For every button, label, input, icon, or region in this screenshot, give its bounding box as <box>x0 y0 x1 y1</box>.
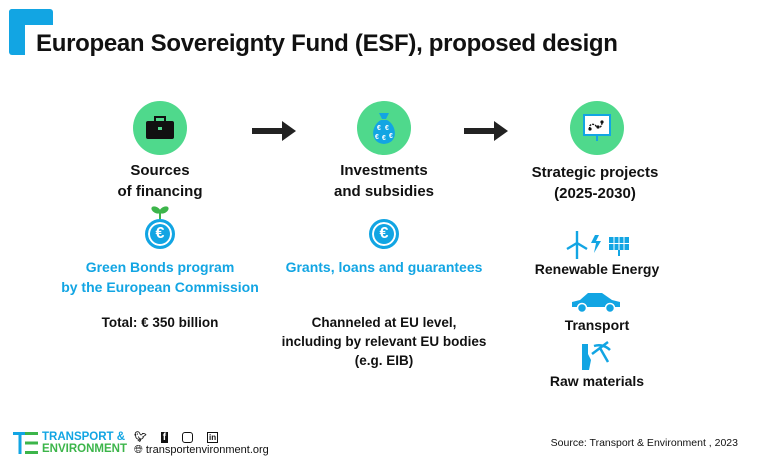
renewable-energy-icon <box>566 231 629 259</box>
pickaxe-icon <box>582 341 611 370</box>
item-renewable-energy: Renewable Energy <box>534 261 660 277</box>
source-note: Source: Transport & Environment , 2023 <box>550 437 738 449</box>
svg-text:€: € <box>382 135 386 142</box>
car-icon <box>572 293 620 313</box>
twitter-icon[interactable]: 🐦︎ <box>134 432 147 443</box>
corner-mark-mask <box>25 25 53 55</box>
euro-coin-icon: € <box>369 219 399 249</box>
investments-circle: €€€€€ <box>357 101 411 155</box>
te-logo-icon <box>13 432 38 454</box>
website-text: transportenvironment.org <box>145 444 269 456</box>
euro-coin-icon: € <box>145 219 175 249</box>
sprout-icon <box>151 206 169 221</box>
svg-text:€: € <box>389 133 393 140</box>
item-transport: Transport <box>564 317 630 333</box>
corner-mark-top <box>9 9 53 25</box>
facebook-icon[interactable]: f <box>160 432 169 443</box>
briefcase-icon <box>146 116 174 139</box>
strategic-circle <box>570 101 624 155</box>
te-logo-text: TRANSPORT &ENVIRONMENT <box>42 431 127 455</box>
total-amount: Total: € 350 billion <box>101 315 219 330</box>
globe-icon: 🌐︎ <box>134 444 143 456</box>
financing-circle <box>133 101 187 155</box>
strategic-heading: Strategic projects(2025-2030) <box>531 164 659 202</box>
presentation-board-icon <box>583 114 611 141</box>
arrow-right-icon <box>464 121 508 141</box>
item-raw-materials: Raw materials <box>549 373 645 389</box>
instagram-icon[interactable] <box>182 432 194 443</box>
money-bag-icon: €€€€€ <box>373 113 395 144</box>
svg-text:€: € <box>375 134 379 141</box>
svg-text:€: € <box>385 125 389 132</box>
website-link[interactable]: 🌐︎ transportenvironment.org <box>134 444 269 457</box>
social-links: 🐦︎ f in <box>134 432 219 443</box>
page-title: European Sovereignty Fund (ESF), propose… <box>36 30 618 57</box>
green-bond-icon <box>150 205 170 226</box>
channeled-text: Channeled at EU level,including by relev… <box>281 315 487 368</box>
arrow-right-icon <box>252 121 296 141</box>
grants-text: Grants, loans and guarantees <box>285 259 483 275</box>
svg-text:€: € <box>377 125 381 132</box>
linkedin-icon[interactable]: in <box>207 432 219 443</box>
